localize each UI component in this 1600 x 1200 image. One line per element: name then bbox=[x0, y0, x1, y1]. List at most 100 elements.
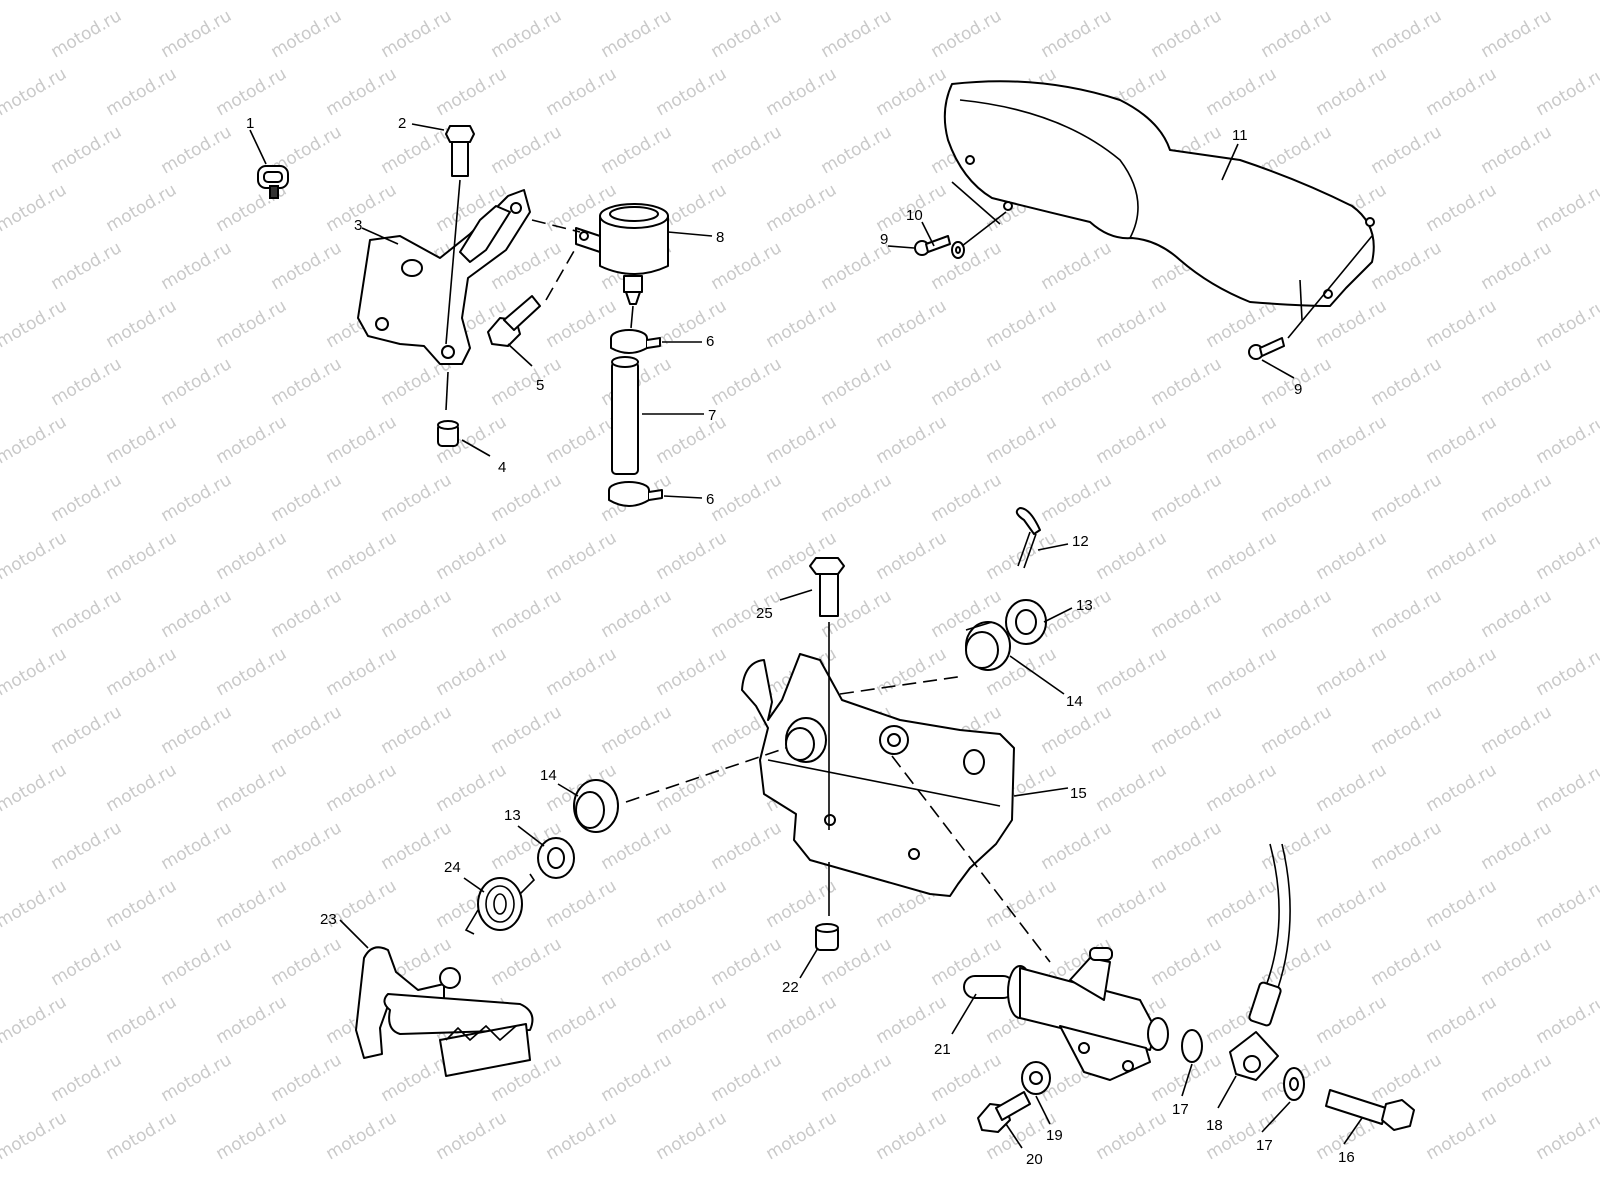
watermark-text: motod.ru bbox=[708, 238, 786, 294]
watermark-text: motod.ru bbox=[48, 1050, 126, 1106]
watermark-text: motod.ru bbox=[1368, 6, 1446, 62]
part-13-washer-lower bbox=[537, 837, 575, 879]
watermark-text: motod.ru bbox=[378, 6, 456, 62]
watermark-text: motod.ru bbox=[983, 412, 1061, 468]
watermark-text: motod.ru bbox=[1203, 760, 1281, 816]
watermark-text: motod.ru bbox=[1038, 702, 1116, 758]
part-9-screw-right bbox=[1248, 337, 1285, 360]
watermark-text: motod.ru bbox=[1093, 528, 1171, 584]
watermark-text: motod.ru bbox=[1368, 934, 1446, 990]
watermark-text: motod.ru bbox=[1093, 760, 1171, 816]
watermark-text: motod.ru bbox=[1148, 470, 1226, 526]
watermark-text: motod.ru bbox=[158, 6, 236, 62]
watermark-text: motod.ru bbox=[983, 296, 1061, 352]
watermark-text: motod.ru bbox=[653, 876, 731, 932]
watermark-text: motod.ru bbox=[1423, 876, 1501, 932]
watermark-text: motod.ru bbox=[1313, 992, 1391, 1048]
part-21-master-cylinder bbox=[963, 947, 1169, 1081]
watermark-text: motod.ru bbox=[1313, 644, 1391, 700]
watermark-text: motod.ru bbox=[1038, 6, 1116, 62]
watermark-text: motod.ru bbox=[1148, 818, 1226, 874]
callout-2: 2 bbox=[398, 115, 406, 132]
watermark-text: motod.ru bbox=[0, 180, 70, 236]
watermark-text: motod.ru bbox=[323, 1108, 401, 1164]
watermark-text: motod.ru bbox=[543, 528, 621, 584]
watermark-text: motod.ru bbox=[488, 586, 566, 642]
callout-17-left: 17 bbox=[1172, 1101, 1189, 1118]
upper-right-leaders bbox=[951, 181, 1373, 339]
watermark-text: motod.ru bbox=[708, 354, 786, 410]
lower-leaders bbox=[625, 622, 1051, 963]
watermark-text: motod.ru bbox=[543, 64, 621, 120]
callout-11: 11 bbox=[1232, 127, 1248, 144]
watermark-text: motod.ru bbox=[708, 6, 786, 62]
watermark-text: motod.ru bbox=[653, 528, 731, 584]
watermark-text: motod.ru bbox=[488, 470, 566, 526]
watermark-text: motod.ru bbox=[378, 586, 456, 642]
watermark-text: motod.ru bbox=[1203, 412, 1281, 468]
callout-8: 8 bbox=[716, 229, 724, 246]
watermark-text: motod.ru bbox=[873, 644, 951, 700]
part-4-nut bbox=[437, 420, 459, 447]
callout-7: 7 bbox=[708, 407, 716, 424]
watermark-text: motod.ru bbox=[213, 876, 291, 932]
watermark-text: motod.ru bbox=[1533, 1108, 1600, 1164]
watermark-text: motod.ru bbox=[928, 470, 1006, 526]
watermark-text: motod.ru bbox=[598, 1050, 676, 1106]
watermark-text: motod.ru bbox=[158, 470, 236, 526]
watermark-text: motod.ru bbox=[48, 702, 126, 758]
part-20-bolt bbox=[977, 1091, 1031, 1133]
watermark-text: motod.ru bbox=[433, 760, 511, 816]
watermark-text: motod.ru bbox=[1478, 238, 1556, 294]
part-11-cover bbox=[943, 80, 1375, 307]
watermark-text: motod.ru bbox=[1478, 934, 1556, 990]
watermark-text: motod.ru bbox=[1533, 296, 1600, 352]
watermark-text: motod.ru bbox=[1313, 64, 1391, 120]
watermark-text: motod.ru bbox=[1258, 934, 1336, 990]
part-2-bolt bbox=[445, 125, 475, 177]
part-14-bushing-lower bbox=[573, 779, 619, 833]
callout-9-right: 9 bbox=[1294, 381, 1302, 398]
watermark-text: motod.ru bbox=[1038, 470, 1116, 526]
callout-12: 12 bbox=[1072, 533, 1089, 550]
watermark-text: motod.ru bbox=[1533, 876, 1600, 932]
watermark-text: motod.ru bbox=[763, 412, 841, 468]
upper-left-leaders bbox=[445, 179, 634, 411]
watermark-text: motod.ru bbox=[213, 296, 291, 352]
watermark-text: motod.ru bbox=[1423, 412, 1501, 468]
watermark-text: motod.ru bbox=[268, 702, 346, 758]
watermark-text: motod.ru bbox=[1203, 876, 1281, 932]
watermark-text: motod.ru bbox=[928, 354, 1006, 410]
watermark-text: motod.ru bbox=[488, 6, 566, 62]
watermark-text: motod.ru bbox=[213, 992, 291, 1048]
part-7-hose bbox=[611, 356, 639, 475]
watermark-text: motod.ru bbox=[0, 760, 70, 816]
callout-14-upper: 14 bbox=[1066, 693, 1083, 710]
watermark-text: motod.ru bbox=[708, 818, 786, 874]
watermark-text: motod.ru bbox=[1423, 528, 1501, 584]
watermark-text: motod.ru bbox=[0, 876, 70, 932]
watermark-text: motod.ru bbox=[1368, 470, 1446, 526]
watermark-text: motod.ru bbox=[653, 644, 731, 700]
watermark-text: motod.ru bbox=[1258, 818, 1336, 874]
watermark-text: motod.ru bbox=[433, 528, 511, 584]
watermark-text: motod.ru bbox=[1313, 876, 1391, 932]
watermark-text: motod.ru bbox=[103, 296, 181, 352]
callout-17-right: 17 bbox=[1256, 1137, 1273, 1154]
watermark-text: motod.ru bbox=[873, 528, 951, 584]
watermark-text: motod.ru bbox=[158, 1050, 236, 1106]
watermark-text: motod.ru bbox=[598, 586, 676, 642]
watermark-text: motod.ru bbox=[103, 760, 181, 816]
watermark-text: motod.ru bbox=[1258, 470, 1336, 526]
part-22-nut bbox=[815, 923, 839, 951]
watermark-text: motod.ru bbox=[488, 354, 566, 410]
watermark-text: motod.ru bbox=[1148, 702, 1226, 758]
watermark-text: motod.ru bbox=[103, 644, 181, 700]
watermark-text: motod.ru bbox=[158, 122, 236, 178]
watermark-text: motod.ru bbox=[0, 64, 70, 120]
watermark-text: motod.ru bbox=[543, 296, 621, 352]
watermark-text: motod.ru bbox=[488, 702, 566, 758]
watermark-text: motod.ru bbox=[48, 122, 126, 178]
watermark-text: motod.ru bbox=[158, 586, 236, 642]
